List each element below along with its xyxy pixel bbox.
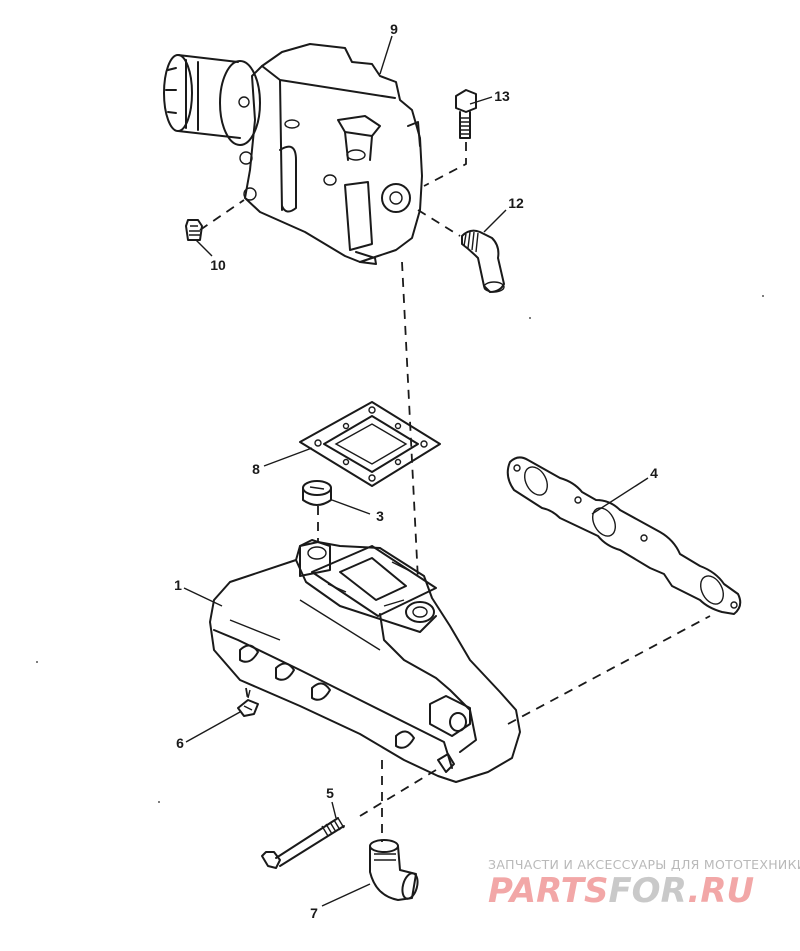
callout-labels: 9 13 12 10 8 4 3 1 6 5 7 xyxy=(174,21,658,921)
elbow-fitting-part-7 xyxy=(369,839,419,901)
callout-8: 8 xyxy=(252,461,260,477)
watermark-logo: PARTSFOR.RU xyxy=(488,871,754,911)
scan-specks xyxy=(36,295,764,803)
callout-3: 3 xyxy=(376,508,384,524)
manifold-gasket-part-4 xyxy=(506,456,742,615)
exhaust-elbow-part-9 xyxy=(163,43,423,265)
hose-fitting-part-12 xyxy=(461,229,505,293)
assembly-dashed-lines xyxy=(199,142,711,842)
bolt-part-13 xyxy=(455,89,477,139)
watermark-tagline: ЗАПЧАСТИ И АКСЕССУАРЫ ДЛЯ МОТОТЕХНИКИ xyxy=(488,857,800,872)
callout-12: 12 xyxy=(508,195,524,211)
callout-13: 13 xyxy=(494,88,510,104)
callout-6: 6 xyxy=(176,735,184,751)
callout-7: 7 xyxy=(310,905,318,921)
callout-1: 1 xyxy=(174,577,182,593)
cap-part-3 xyxy=(302,480,332,506)
watermark: ЗАПЧАСТИ И АКСЕССУАРЫ ДЛЯ МОТОТЕХНИКИ PA… xyxy=(488,857,800,911)
plug-part-10 xyxy=(185,219,203,241)
callout-10: 10 xyxy=(210,257,226,273)
callout-4: 4 xyxy=(650,465,658,481)
clip-part-6 xyxy=(237,689,259,717)
callout-9: 9 xyxy=(390,21,398,37)
long-bolt-part-5 xyxy=(261,817,345,869)
gasket-part-8 xyxy=(299,401,441,487)
exhaust-manifold-part-1 xyxy=(209,539,521,783)
callout-leader-lines xyxy=(183,35,649,907)
callout-5: 5 xyxy=(326,785,334,801)
